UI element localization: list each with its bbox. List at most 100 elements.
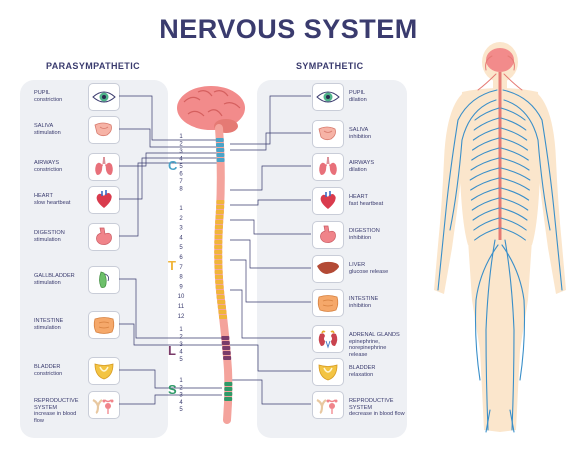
vertebra-segment [214,255,223,259]
vertebra-segment [219,315,228,319]
reproductive-icon [312,391,344,419]
item-title: DIGESTION [34,230,65,236]
item-effect: inhibition [349,302,372,309]
vertebra-segment [216,158,225,162]
eye-icon [312,83,344,111]
vertebra-segment [214,245,223,249]
nerve-branch [471,197,500,211]
item-title: LIVER [349,262,366,268]
item-title: SALIVA [349,127,369,133]
item-effect: constriction [34,370,63,377]
vertebra-segment [215,220,224,224]
nerve-branch [470,177,500,191]
nerve-branch [470,187,500,201]
bladder-icon [312,358,344,386]
sympathetic-nerve-line [230,132,311,151]
heart-icon [312,187,344,215]
vertebra-segment [216,148,225,152]
nerve-branch [500,217,527,231]
item-title: PUPIL [349,90,366,96]
liver-icon [312,255,344,283]
nerve-branch [485,409,491,433]
vertebra-number: 3 [179,393,183,399]
nerve-branch [500,157,530,171]
item-effect: decrease in blood flow [349,411,405,417]
vertebra-number: 1 [179,327,183,333]
salivary-gland-icon-graphic [318,126,336,141]
vertebra-number: 6 [179,255,183,261]
vertebra-number: 5 [179,164,183,170]
lungs-icon-graphic [95,157,113,175]
item-title: PUPIL [34,90,51,96]
vertebra-segment [215,215,224,219]
spine-region-letter: S [168,382,177,397]
item-title: BLADDER [34,364,61,370]
stomach-icon [88,223,120,251]
lungs-icon [312,153,344,181]
vertebra-number: 6 [179,172,183,178]
intestine-icon [312,289,344,317]
vertebra-number: 3 [179,342,183,348]
human-body-figure [434,42,566,433]
vertebra-segment [214,265,223,269]
parasympathetic-nerve-line [119,152,222,167]
vertebra-number: 7 [179,179,183,185]
gallbladder-icon [88,266,120,294]
item-title: INTESTINE [349,296,379,302]
kidneys-icon [312,325,344,353]
intestine-icon-graphic [93,317,115,334]
vertebra-number: 4 [179,400,183,406]
parasympathetic-nerve-line [119,157,222,200]
vertebra-number: 8 [179,275,183,281]
nerve-branch [472,137,500,151]
vertebra-segment [221,341,230,345]
eye-icon-graphic [316,91,340,103]
parasympathetic-nerve-line [119,323,222,346]
sympathetic-nerve-line [230,239,311,269]
heart-icon-graphic [320,191,336,209]
cranial-nerves [477,55,523,91]
vertebra-segment [216,153,225,157]
vertebra-segment [224,397,233,401]
item-title: INTESTINE [34,318,64,324]
item-effect: epinephrine, norepinephrine release [349,338,387,358]
nerve-branch [473,217,500,231]
lungs-icon-graphic [319,157,337,175]
sympathetic-heading: SYMPATHETIC [296,61,364,71]
nerve-branch [500,227,526,241]
nerve-branch [500,137,528,151]
vertebra-number: 3 [179,226,183,232]
item-effect: dilation [349,166,367,173]
item-effect: relaxation [349,371,374,378]
vertebra-number: 11 [178,304,185,310]
heart-icon-graphic [96,190,112,208]
item-title: SALIVA [34,123,54,129]
item-effect: increase in blood flow [34,411,77,424]
salivary-gland-icon [312,120,344,148]
item-effect: stimulation [34,236,61,243]
vertebra-segment [216,143,225,147]
sympathetic-nerve-line [230,199,311,206]
nerve-branch [502,89,563,291]
vertebra-number: 2 [179,335,183,341]
vertebra-number: 5 [179,407,183,413]
liver-icon-graphic [317,261,339,274]
vertebra-number: 3 [179,149,183,155]
nerve-branch [501,244,526,381]
vertebra-segment [222,346,231,350]
nerve-branch [500,207,528,221]
vertebra-number: 1 [179,378,183,384]
stomach-icon-graphic [96,227,112,245]
nerve-branch [500,187,530,201]
item-effect: stimulation [34,129,61,136]
vertebra-segment [216,295,225,299]
